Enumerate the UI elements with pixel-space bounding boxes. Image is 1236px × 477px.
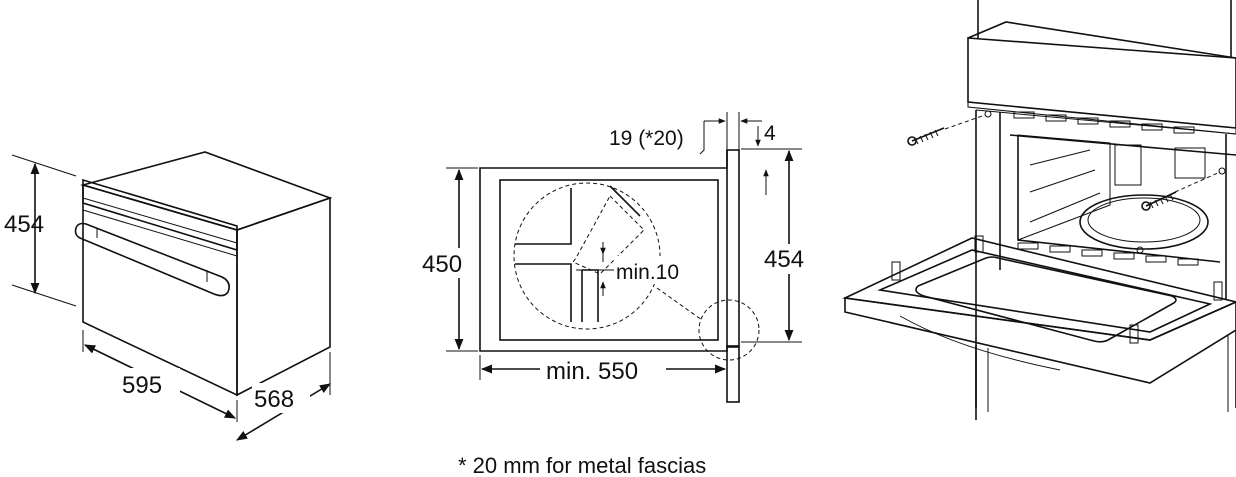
niche-height-label-bg	[420, 248, 478, 278]
oven-depth-label: 568	[254, 386, 294, 413]
niche-drawing	[479, 112, 760, 403]
screw-left	[907, 110, 992, 146]
oven-width-label-bg	[120, 368, 180, 398]
oven-depth-label-bg	[252, 383, 310, 413]
panel-thickness-label: 19 (*20)	[609, 127, 684, 150]
niche-height-label: 450	[422, 251, 462, 278]
gap-label: min.10	[616, 261, 679, 284]
gap-label-bg	[614, 256, 690, 284]
niche-depth-label-bg	[540, 355, 666, 385]
panel-thickness-dimension	[699, 118, 762, 155]
panel-height-label-bg	[762, 244, 818, 274]
panel-height-label: 454	[764, 246, 804, 273]
oven-height-dimension	[11, 154, 77, 307]
footnote: * 20 mm for metal fascias	[458, 453, 706, 477]
oven-height-label: 454	[4, 211, 44, 238]
niche-depth-label: min. 550	[546, 358, 638, 385]
oven-width-label: 595	[122, 372, 162, 399]
installed-oven-drawing	[842, 0, 1236, 420]
offset-label: 4	[764, 122, 776, 145]
screw-right	[1141, 167, 1226, 211]
